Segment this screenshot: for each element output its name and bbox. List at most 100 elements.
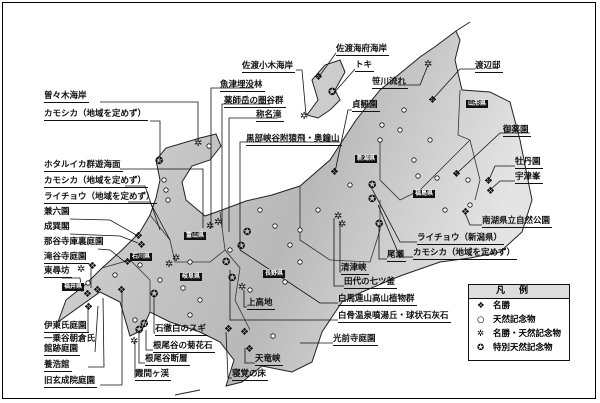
asterisk-icon: ✲ xyxy=(424,59,433,70)
asterisk-icon: ✲ xyxy=(77,264,86,275)
star-circle-icon: ✪ xyxy=(368,180,377,191)
place-label: カモシカ（地域を定めず） xyxy=(44,109,149,121)
sado-island xyxy=(306,59,346,119)
place-label: 田代の七ツ釜 xyxy=(344,277,398,289)
place-label: ライチョウ（新潟県） xyxy=(417,233,505,245)
diamond-cluster-icon: ❖ xyxy=(117,285,126,296)
diamond-cluster-icon: ❖ xyxy=(137,240,146,251)
diamond-cluster-icon: ❖ xyxy=(83,289,92,300)
asterisk-icon: ✲ xyxy=(206,221,215,232)
legend-item: ✲ 名勝・天然記念物 xyxy=(469,327,569,341)
place-label: カモシカ（地域を定めず） xyxy=(44,176,149,188)
place-label: 薬師岳の圏谷群 xyxy=(224,96,286,108)
place-label: 黒部峡谷附猿飛・奥鐘山 xyxy=(246,134,342,146)
leader-lines xyxy=(62,52,530,386)
place-label: 根尾谷の菊花石 xyxy=(153,341,215,353)
mainland xyxy=(56,30,533,387)
place-label: 那谷寺庫裏庭園 xyxy=(44,237,104,247)
legend: 凡例 ❖名勝 ○天然記念物 ✲名勝・天然記念物 ✪特別天然記念物 xyxy=(468,284,570,361)
place-label: 根尾谷断層 xyxy=(145,354,190,366)
star-circle-icon: ✪ xyxy=(222,257,231,268)
place-label: ライチョウ（地域を定めず） xyxy=(44,192,157,204)
star-circle-icon: ✪ xyxy=(237,241,246,252)
asterisk-icon: ✲ xyxy=(194,138,203,149)
place-label: 白骨温泉噴湯丘・球状石灰石 xyxy=(338,311,451,323)
place-label: 石徹白のスギ xyxy=(155,324,209,336)
diamond-cluster-icon: ❖ xyxy=(84,302,93,313)
asterisk-icon: ✲ xyxy=(214,217,223,228)
place-label: 曽々木海岸 xyxy=(44,91,89,103)
star-circle-icon: ✪ xyxy=(477,343,485,353)
diamond-cluster-icon: ❖ xyxy=(486,186,495,197)
diamond-cluster-icon: ❖ xyxy=(330,167,339,178)
place-label: 上高地 xyxy=(247,298,275,310)
place-label: 滝谷寺庭園 xyxy=(44,252,89,264)
asterisk-icon: ✲ xyxy=(165,259,174,270)
diamond-cluster-icon: ❖ xyxy=(93,285,102,296)
asterisk-icon: ✲ xyxy=(172,253,181,264)
legend-item: ❖ 名勝 xyxy=(469,299,569,313)
place-label: 渡辺邸 xyxy=(475,61,503,73)
diamond-cluster-icon: ❖ xyxy=(452,169,461,180)
prefecture-label: 福島県 xyxy=(413,190,436,198)
diamond-cluster-icon: ❖ xyxy=(477,301,485,311)
star-circle-icon: ✪ xyxy=(228,273,237,284)
place-label: 天竜峡 xyxy=(255,354,283,366)
star-circle-icon: ✪ xyxy=(368,194,377,205)
diamond-cluster-icon: ❖ xyxy=(314,72,323,83)
star-circle-icon: ✪ xyxy=(243,227,252,238)
diamond-cluster-icon: ❖ xyxy=(134,231,143,242)
asterisk-icon: ✲ xyxy=(130,336,139,347)
diamond-cluster-icon: ❖ xyxy=(123,257,132,268)
place-label: 旧玄成院庭園 xyxy=(44,376,98,388)
legend-label: 天然記念物 xyxy=(493,315,536,325)
place-label: 清津峡 xyxy=(341,263,369,275)
diamond-cluster-icon: ❖ xyxy=(428,95,437,106)
place-label: 光前寺庭園 xyxy=(333,334,378,346)
star-circle-icon: ✪ xyxy=(140,319,149,330)
place-label: 貞観園 xyxy=(352,100,380,112)
legend-label: 名勝 xyxy=(493,301,511,311)
place-label: 佐渡海府海岸 xyxy=(336,44,390,56)
star-circle-icon: ✪ xyxy=(155,156,164,167)
prefecture-label: 福井県 xyxy=(62,283,85,291)
circle-icon: ○ xyxy=(477,315,485,325)
asterisk-icon: ✲ xyxy=(238,282,247,293)
prefecture-label: 長野県 xyxy=(263,270,286,278)
asterisk-icon: ✲ xyxy=(338,219,347,230)
diamond-cluster-icon: ❖ xyxy=(224,324,233,335)
star-circle-icon: ✪ xyxy=(328,87,337,98)
legend-label: 名勝・天然記念物 xyxy=(493,329,562,339)
prefecture-label: 石川県 xyxy=(130,253,153,261)
diamond-cluster-icon: ❖ xyxy=(245,344,254,355)
place-label: カモシカ（地域を定めず） xyxy=(413,248,518,260)
diamond-cluster-icon: ❖ xyxy=(484,176,493,187)
place-label: 笹川流れ xyxy=(372,77,409,89)
prefecture-borders xyxy=(101,89,481,331)
diamond-cluster-icon: ❖ xyxy=(240,327,249,338)
prefecture-label: 山形県 xyxy=(466,100,489,108)
place-label: 成巽閣 xyxy=(44,222,70,232)
legend-title: 凡例 xyxy=(469,285,569,299)
place-label: 養浩館 xyxy=(44,360,72,372)
place-label: 兼六園 xyxy=(44,207,70,217)
place-label: 南湖県立自然公園 xyxy=(482,216,553,228)
asterisk-icon: ✲ xyxy=(477,329,485,339)
asterisk-icon: ✲ xyxy=(334,211,343,222)
place-label: ホタルイカ群遊海面 xyxy=(44,160,123,172)
coast-extension xyxy=(174,21,471,396)
prefecture-label: 新潟県 xyxy=(355,155,378,163)
prefecture-label: 岐阜県 xyxy=(180,273,203,281)
place-label: 白馬連山高山植物群 xyxy=(338,294,417,306)
place-label: 伊東氏庭園 xyxy=(44,321,89,333)
diamond-cluster-icon: ❖ xyxy=(461,207,470,218)
star-circle-icon: ✪ xyxy=(375,219,384,230)
asterisk-icon: ✲ xyxy=(300,111,309,122)
place-label: 称名滝 xyxy=(256,110,284,122)
place-label: トキ xyxy=(355,60,375,72)
natural-monument-markers xyxy=(85,107,473,339)
place-label: 寝覚の床 xyxy=(232,369,269,381)
place-label: 一乗谷朝倉氏 xyxy=(44,334,96,344)
